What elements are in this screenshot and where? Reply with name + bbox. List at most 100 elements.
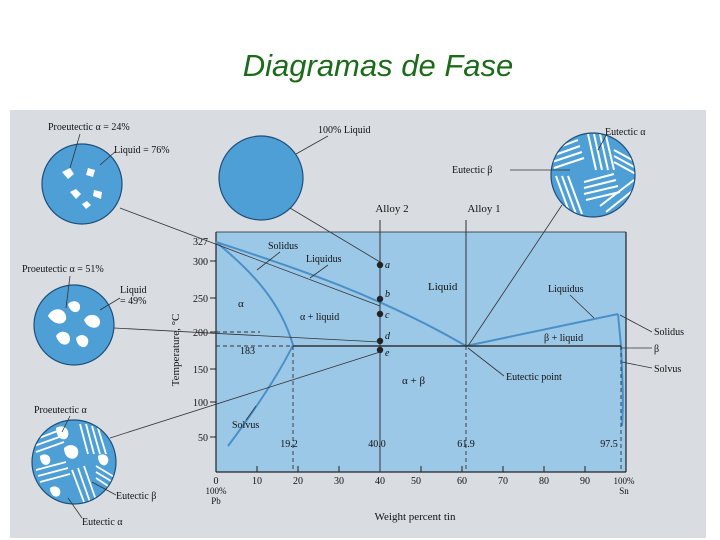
point-a-dot [376,261,384,269]
x-tick-40: 40 [375,476,385,487]
c5-grain-1 [56,426,69,440]
x-end-element: Sn [619,486,629,496]
c3-eutectic-alpha-label: Eutectic α [605,127,646,138]
c5-outline [31,419,117,505]
c1-liquid-pointer [99,150,117,166]
c3-lamellae [551,133,635,217]
c3-eutectic-beta-label: Eutectic β [452,165,492,176]
c2-label-pointer [295,135,329,155]
y-tick-300: 300 [193,257,208,268]
liquidus-right-pointer [569,294,595,319]
solvus-right-pointer [621,361,653,369]
point-d-dot [376,337,384,345]
point-c-label: c [385,310,390,321]
solubility-beta-value: 97.5 [600,439,618,450]
c5-grain-5 [50,486,61,497]
x-tick-60: 60 [457,476,467,487]
c5-grain-3 [40,454,51,465]
y-tick-100: 100 [193,398,208,409]
x-tick-70: 70 [498,476,508,487]
c1-proeutectic-label: Proeutectic α = 24% [48,122,130,133]
y-axis-label: Temperature, °C [170,314,182,387]
c4-liquid-pointer [99,297,121,311]
c4-grain-1 [48,309,67,324]
point-b-label: b [385,289,390,300]
c5-proeutectic-pointer [61,415,71,433]
solidus-right-label: Solidus [654,327,684,338]
x-tick-30: 30 [334,476,344,487]
alpha-grain-2 [86,168,95,177]
microstructure-proeutectic-24 [41,143,123,225]
alloy-composition-value: 40.0 [368,439,386,450]
solidus-right-pointer [619,314,653,333]
c3-to-eutectic-line [467,204,563,347]
solidus-left-label: Solidus [268,241,298,252]
c4-grain-5 [76,335,89,348]
c4-to-point-d-line [113,327,381,343]
x-end-percent: 100% [614,476,636,486]
c5-proeutectic-label: Proeutectic α [34,405,87,416]
point-e-dot [376,346,384,354]
plot-area [216,232,626,472]
point-a-label: a [385,260,390,271]
solidus-line-left [215,241,294,346]
point-e-label: e [385,348,390,359]
c4-grain-3 [84,314,100,328]
microstructure-100-liquid [218,135,304,221]
region-beta-liquid-label: β + liquid [544,333,583,344]
x-tick-80: 80 [539,476,549,487]
alpha-grain-1 [62,168,74,179]
solvus-line-left [227,344,294,447]
solubility-alpha-value: 19.2 [280,439,298,450]
eutectic-temperature: 183 [240,346,255,357]
c2-liquid-label: 100% Liquid [318,125,371,136]
phase-diagram-svg: 300 250 200 150 100 50 327 183 10 20 30 … [22,122,684,528]
microstructure-proeutectic-51 [33,284,115,366]
melting-point-pb: 327 [193,237,208,248]
alpha-grain-3 [70,189,81,199]
circle-4 [33,284,115,366]
microstructure-proeutectic-eutectic [32,420,116,504]
y-tick-50: 50 [198,433,208,444]
c4-proeutectic-label: Proeutectic α = 51% [22,264,104,275]
alloy1-label: Alloy 1 [467,203,500,215]
c2-to-point-a-line [289,207,381,263]
point-d-label: d [385,331,391,342]
region-alpha-label: α [238,298,244,310]
liquidus-left-pointer [309,264,329,279]
c1-to-point-c-line [119,207,381,307]
c4-proeutectic-pointer [65,275,71,309]
c5-grain-2 [64,445,79,459]
c1-liquid-label: Liquid = 76% [114,145,170,156]
region-alpha-liquid-label: α + liquid [300,312,339,323]
point-b-dot [376,295,384,303]
x-tick-90: 90 [580,476,590,487]
y-tick-150: 150 [193,365,208,376]
solidus-line-right [617,313,622,347]
liquidus-right-label: Liquidus [548,284,584,295]
circle-1 [41,143,123,225]
microstructure-eutectic [551,133,635,217]
c5-beta-pointer [91,481,117,496]
c5-to-point-e-line [109,351,381,439]
c5-eutectic-alpha-label: Eutectic α [82,517,123,528]
liquidus-left-label: Liquidus [306,254,342,265]
eutectic-point-pointer [467,347,505,377]
c4-liquid-percent: = 49% [120,296,146,307]
x-tick-10: 10 [252,476,262,487]
alpha-grain-4 [93,190,102,199]
beta-label: β [654,344,659,355]
alloy2-label: Alloy 2 [375,203,408,215]
solvus-left-pointer [245,405,257,421]
y-tick-200: 200 [193,328,208,339]
x-axis-label: Weight percent tin [375,511,456,523]
c3-alpha-pointer [597,133,608,151]
eutectic-composition-value: 61.9 [457,439,475,450]
liquidus-line-left [215,241,467,347]
c5-alpha-pointer [67,497,83,519]
c5-grain-4 [98,454,109,466]
liquidus-line-right [465,313,619,347]
c4-grain-2 [68,301,81,313]
x-start-value: 0 [214,476,219,487]
slide-title: Diagramas de Fase [242,48,514,83]
